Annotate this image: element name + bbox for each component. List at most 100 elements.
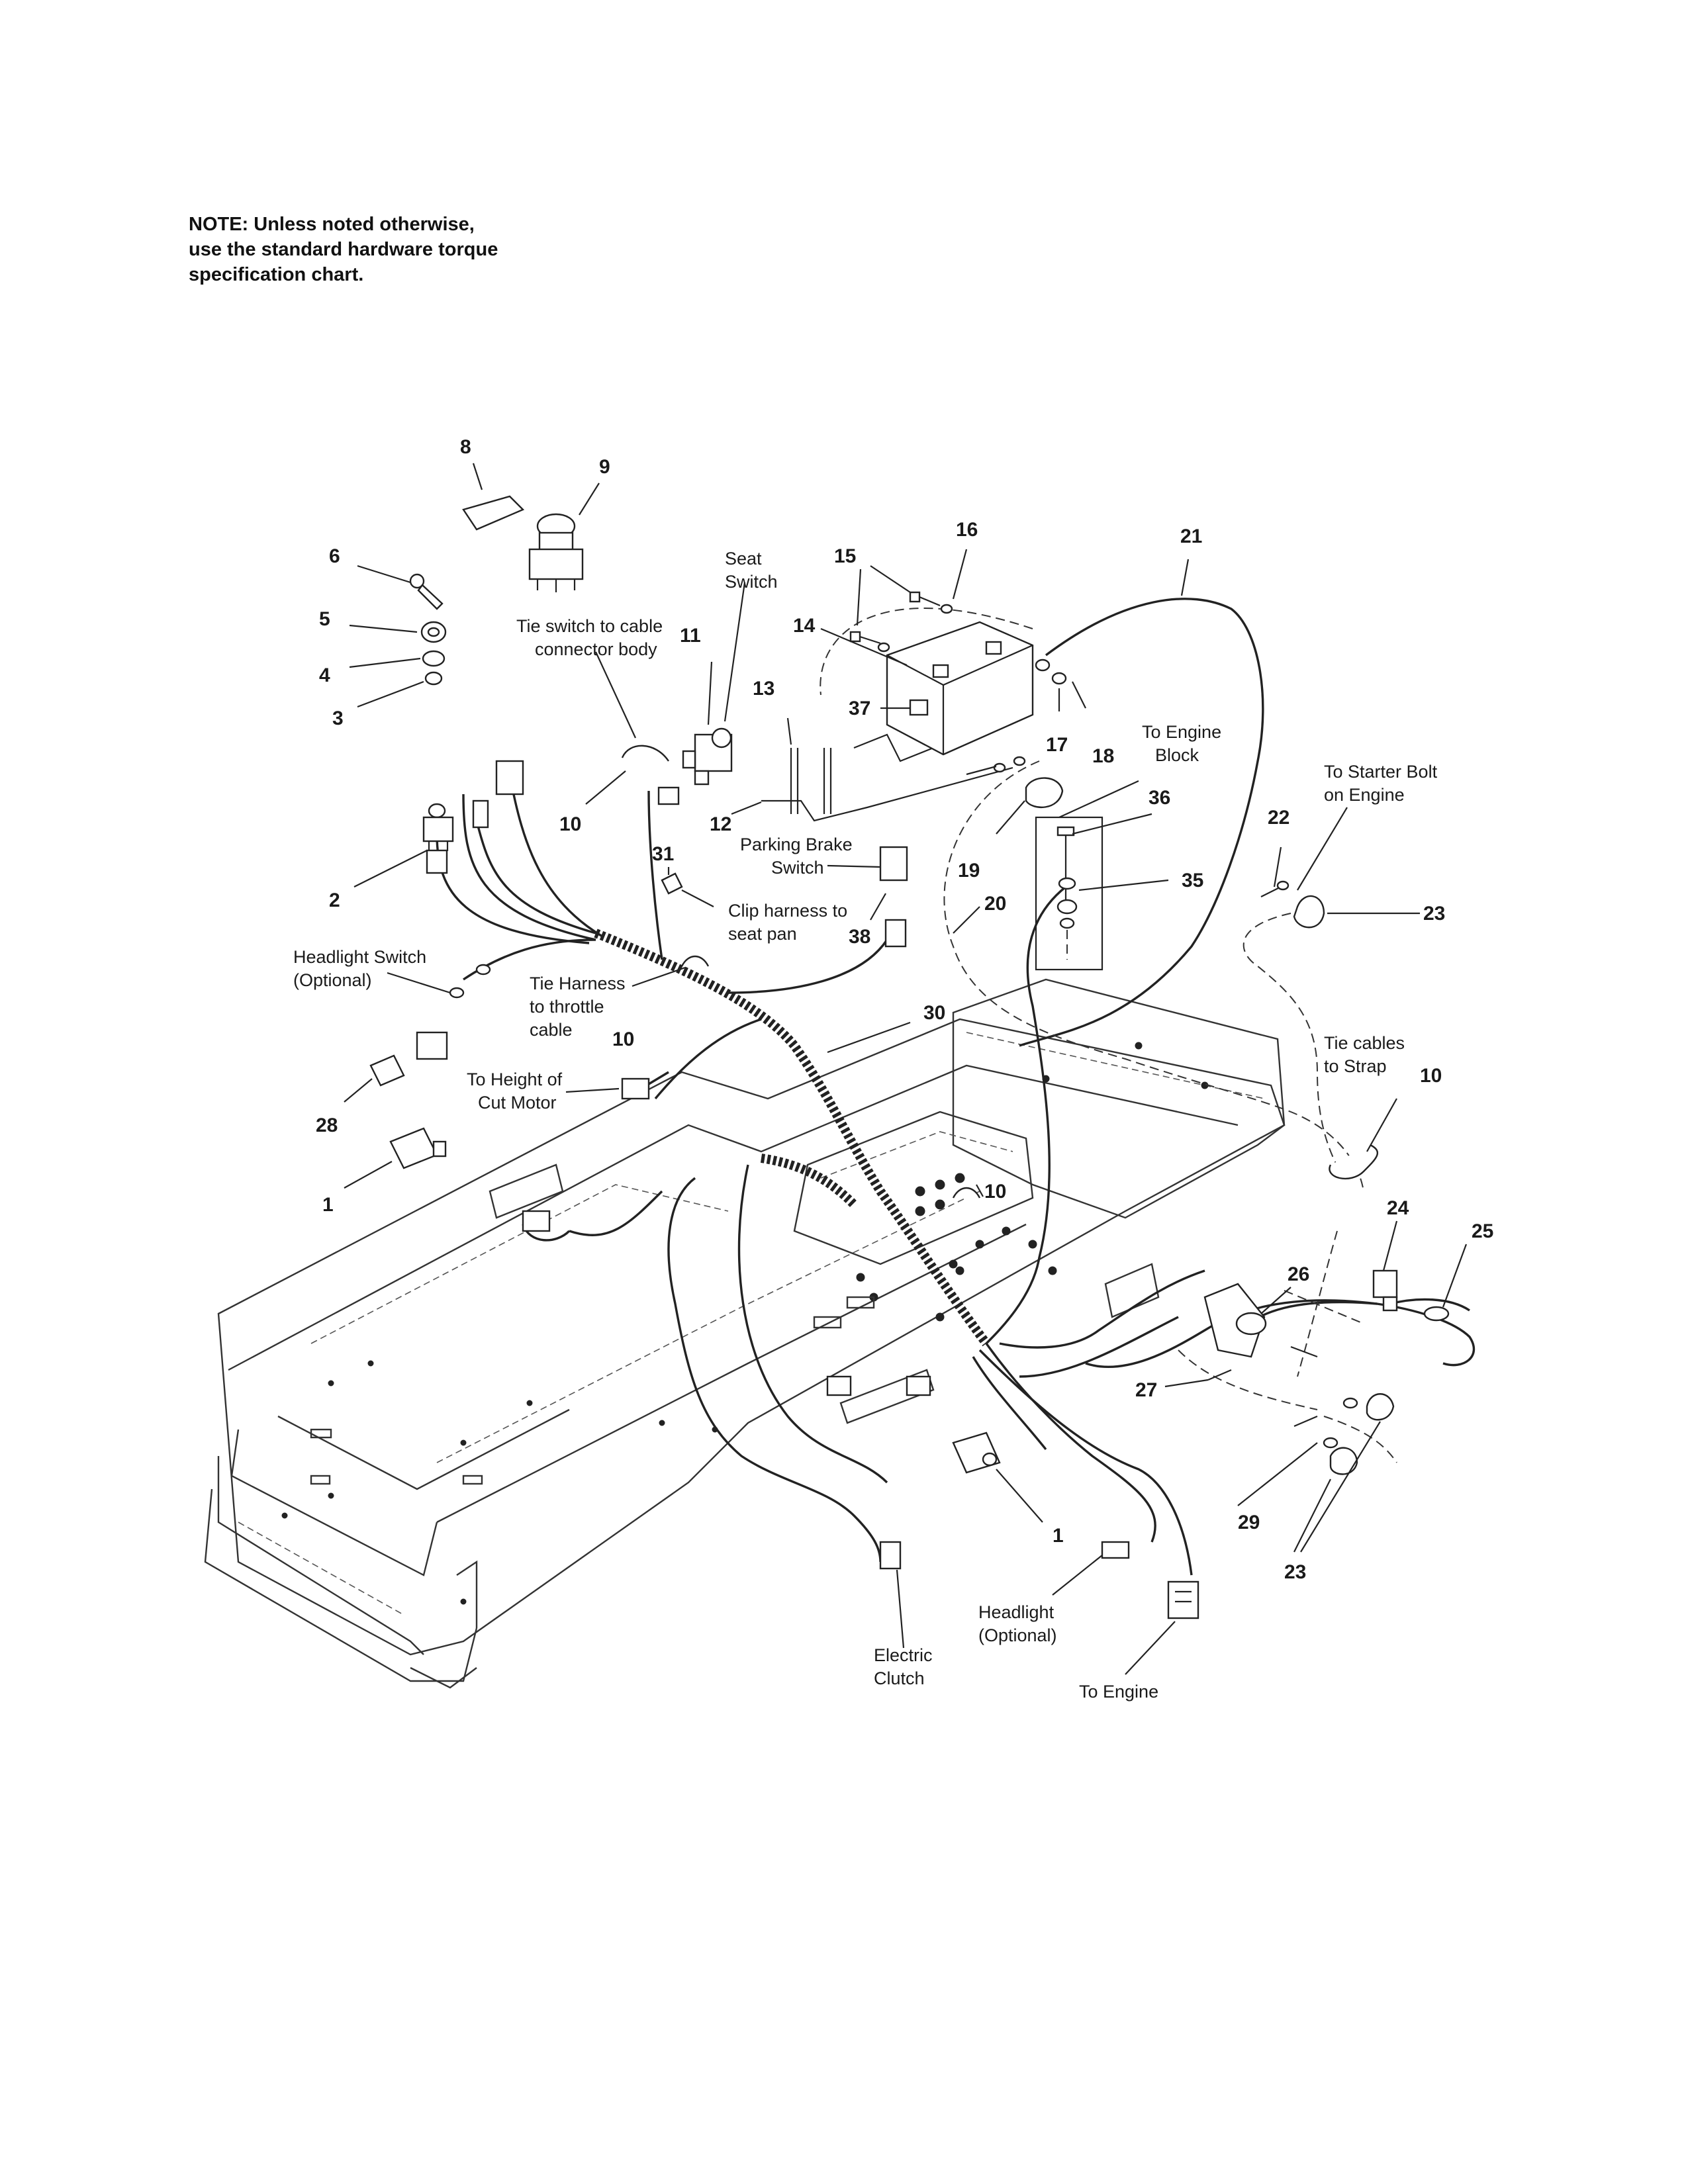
label-clip-harness-2: seat pan — [728, 924, 797, 944]
label-seat-switch-2: Switch — [725, 572, 778, 592]
callout-16: 16 — [956, 519, 978, 541]
part-16 — [909, 591, 953, 614]
leader-lines — [344, 463, 1468, 1675]
label-tie-cables-1: Tie cables — [1324, 1033, 1405, 1053]
part-12 — [761, 766, 1013, 822]
note-line-1: NOTE: Unless noted otherwise, — [189, 214, 475, 235]
callout-26: 26 — [1288, 1263, 1309, 1285]
part-26 — [1203, 1283, 1267, 1358]
part-23-b — [1366, 1393, 1395, 1421]
label-tie-cables-2: to Strap — [1324, 1056, 1387, 1076]
callout-27: 27 — [1135, 1379, 1157, 1401]
part-1-left — [389, 1127, 447, 1169]
callout-31: 31 — [652, 843, 674, 865]
part-25 — [1423, 1306, 1450, 1322]
part-8 — [462, 495, 525, 531]
label-parking-brake-2: Switch — [771, 858, 824, 878]
label-electric-clutch-1: Electric — [874, 1645, 933, 1665]
part-36-box — [1035, 816, 1103, 971]
callout-1-left: 1 — [322, 1194, 334, 1216]
part-10-b — [680, 955, 710, 967]
part-24 — [1372, 1269, 1398, 1312]
part-14-battery — [886, 621, 1034, 756]
label-tie-switch-1: Tie switch to cable — [516, 616, 663, 636]
label-tie-harness-3: cable — [530, 1020, 573, 1040]
callout-29: 29 — [1238, 1512, 1260, 1533]
callout-10-top: 10 — [559, 813, 581, 835]
note-line-2: use the standard hardware torque — [189, 239, 498, 260]
text-labels: Seat Switch Tie switch to cable connecto… — [293, 549, 1438, 1702]
part-15 — [849, 631, 881, 645]
callout-2: 2 — [329, 889, 340, 911]
label-engine-block-1: To Engine — [1142, 722, 1221, 742]
callout-38: 38 — [849, 926, 870, 948]
label-headlight-switch-2: (Optional) — [293, 970, 372, 990]
callout-10-strap: 10 — [1420, 1065, 1442, 1087]
label-height-cut-2: Cut Motor — [478, 1093, 557, 1113]
callout-25: 25 — [1472, 1220, 1493, 1242]
callout-28: 28 — [316, 1115, 338, 1136]
part-9 — [528, 513, 584, 592]
chassis-frame — [204, 978, 1286, 1689]
label-headlight-1: Headlight — [978, 1602, 1055, 1622]
label-clip-harness-1: Clip harness to — [728, 901, 847, 921]
callout-10-harness: 10 — [984, 1181, 1006, 1203]
part-11 — [682, 727, 733, 786]
engine-connector — [1167, 1580, 1199, 1619]
callout-22: 22 — [1268, 807, 1289, 829]
label-tie-harness-2: to throttle — [530, 997, 604, 1017]
part-23-c — [1329, 1447, 1358, 1475]
callout-12: 12 — [710, 813, 731, 835]
label-engine-block-2: Block — [1155, 745, 1199, 765]
label-tie-switch-2: connector body — [535, 639, 657, 659]
part-2 — [422, 803, 454, 851]
part-10-c — [952, 1187, 981, 1199]
callout-20: 20 — [984, 893, 1006, 915]
callout-17: 17 — [1046, 734, 1068, 756]
note-line-3: specification chart. — [189, 264, 364, 285]
callout-3: 3 — [332, 707, 344, 729]
callout-14: 14 — [793, 615, 816, 637]
label-seat-switch-1: Seat — [725, 549, 762, 569]
callout-numbers: 8 9 6 5 4 3 11 15 16 21 14 13 37 17 18 3… — [316, 436, 1493, 1583]
label-height-cut-1: To Height of — [467, 1069, 563, 1089]
callout-21: 21 — [1180, 525, 1202, 547]
part-5 — [420, 621, 447, 643]
label-starter-bolt-2: on Engine — [1324, 785, 1405, 805]
part-19 — [1025, 777, 1064, 809]
label-starter-bolt-1: To Starter Bolt — [1324, 762, 1438, 782]
label-headlight-2: (Optional) — [978, 1625, 1057, 1645]
callout-13: 13 — [753, 678, 774, 700]
label-parking-brake-1: Parking Brake — [740, 835, 853, 854]
callout-9: 9 — [599, 456, 610, 478]
label-to-engine: To Engine — [1079, 1682, 1158, 1702]
callout-4: 4 — [319, 664, 330, 686]
note-text: NOTE: Unless noted otherwise, use the st… — [189, 212, 586, 287]
callout-18: 18 — [1092, 745, 1114, 767]
part-10-a — [621, 745, 669, 762]
callout-11: 11 — [680, 625, 701, 647]
part-1-right — [952, 1432, 1001, 1474]
callout-36: 36 — [1149, 787, 1170, 809]
callout-35: 35 — [1182, 870, 1203, 891]
label-tie-harness-1: Tie Harness — [530, 974, 626, 993]
part-38 — [879, 846, 908, 948]
callout-15: 15 — [834, 545, 856, 567]
part-13 — [790, 748, 832, 814]
part-28 — [369, 1031, 448, 1087]
callout-23-bottom: 23 — [1284, 1561, 1306, 1583]
part-3 — [424, 671, 443, 686]
part-10-d — [1329, 1144, 1378, 1180]
callout-10-throttle: 10 — [612, 1028, 634, 1050]
callout-24: 24 — [1387, 1197, 1409, 1219]
parts — [369, 495, 1450, 1619]
label-electric-clutch-2: Clutch — [874, 1668, 925, 1688]
callout-1-right: 1 — [1053, 1525, 1064, 1547]
callout-19: 19 — [958, 860, 980, 882]
callout-6: 6 — [329, 545, 340, 567]
callout-5: 5 — [319, 608, 330, 630]
callout-8: 8 — [460, 436, 471, 458]
part-6 — [409, 573, 444, 610]
part-23-a — [1293, 895, 1325, 929]
